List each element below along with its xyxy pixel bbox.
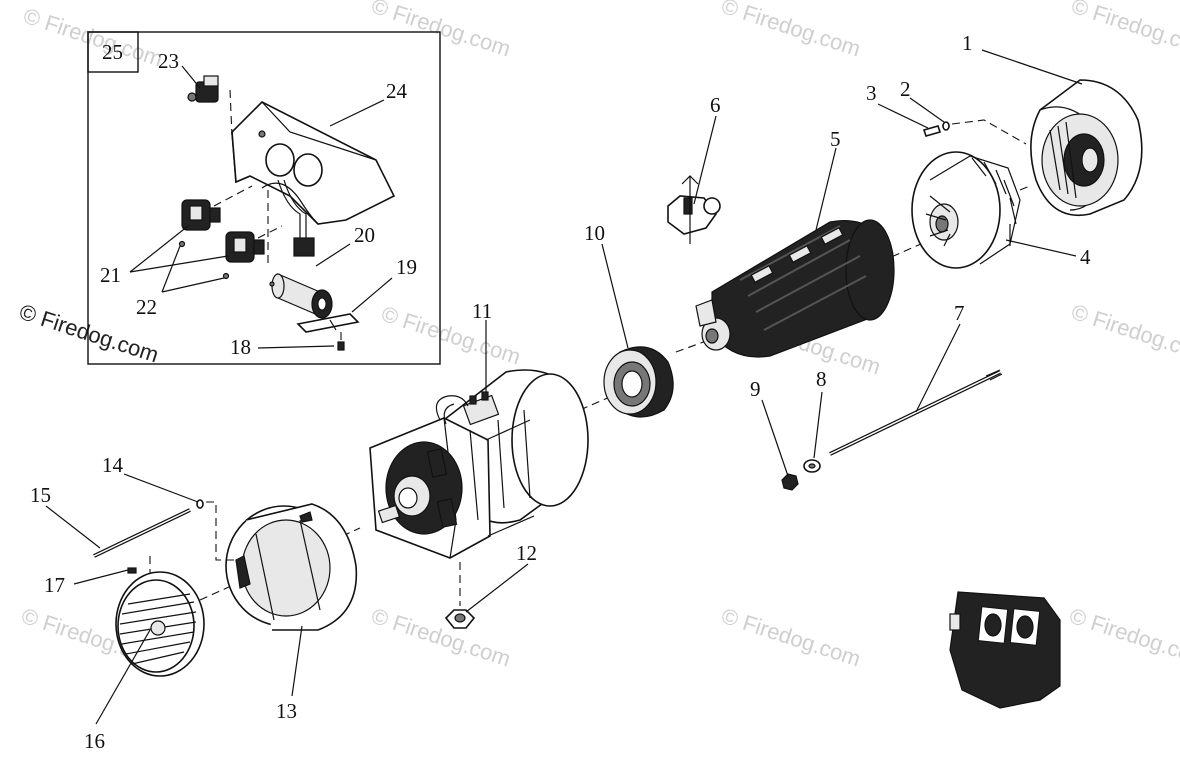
part-20-capacitor (269, 273, 333, 319)
part-10-bearing (603, 346, 674, 418)
callout-15: 15 (30, 483, 51, 507)
part-1-rear-cover (1030, 79, 1143, 216)
part-18-screw (337, 332, 345, 351)
watermark: © Firedog.com (20, 3, 165, 71)
callout-8: 8 (816, 367, 827, 391)
callout-17: 17 (44, 573, 65, 597)
part-8-washer (803, 459, 821, 473)
part-23-breaker (187, 75, 219, 103)
part-17-screw (127, 567, 137, 574)
callout-14: 14 (102, 453, 124, 477)
callout-23: 23 (158, 49, 179, 73)
callout-25: 25 (102, 40, 123, 64)
part-22-screw (222, 272, 230, 280)
callout-20: 20 (354, 223, 375, 247)
part-21-receptacle (225, 231, 265, 263)
watermark: © Firedog.com (1068, 299, 1180, 367)
watermark: © Firedog.com (1066, 603, 1180, 671)
part-14-washer (196, 499, 204, 509)
part-4-fan (911, 151, 1021, 269)
watermark: © Firedog.com (378, 301, 523, 369)
control-panel-inset: 25 (87, 31, 441, 365)
part-11-terminal-block (435, 391, 500, 426)
inset-label-box (87, 31, 139, 73)
callout-18: 18 (230, 335, 251, 359)
part-9-nut (781, 473, 799, 491)
part-3-screw (922, 125, 942, 137)
watermark: © Firedog.com (368, 0, 513, 61)
callout-2: 2 (900, 77, 911, 101)
part-6-brush-holder (667, 175, 721, 244)
callout-16: 16 (84, 729, 105, 753)
watermark: © Firedog.com (368, 603, 513, 671)
callout-leaders (45, 49, 1083, 725)
wiring-harness (277, 179, 315, 257)
callout-24: 24 (386, 79, 408, 103)
callout-6: 6 (710, 93, 721, 117)
part-16-grille-cover (115, 571, 205, 677)
part-19-bracket (296, 313, 360, 333)
callout-4: 4 (1080, 245, 1091, 269)
callout-10: 10 (584, 221, 605, 245)
part-13-end-bracket (225, 503, 358, 631)
part-24-panel-housing (231, 101, 396, 225)
assembled-view-thumbnail (949, 591, 1061, 709)
callout-3: 3 (866, 81, 877, 105)
watermark: © Firedog.com (718, 0, 863, 61)
callout-21: 21 (100, 263, 121, 287)
part-7-through-bolt (829, 369, 1003, 456)
part-15-long-bolt (93, 508, 191, 558)
part-12-nut (444, 609, 476, 629)
callout-11: 11 (472, 299, 492, 323)
callout-12: 12 (516, 541, 537, 565)
part-21-receptacle (181, 199, 221, 231)
callout-9: 9 (750, 377, 761, 401)
callout-7: 7 (954, 301, 965, 325)
callout-22: 22 (136, 295, 157, 319)
part-22-screw (178, 240, 186, 248)
watermark: © Firedog.com (718, 603, 863, 671)
assembly-axis (199, 185, 1031, 601)
part-11-stator-housing (369, 369, 589, 559)
callout-13: 13 (276, 699, 297, 723)
callout-5: 5 (830, 127, 841, 151)
part-5-rotor (695, 219, 895, 358)
watermark: © Firedog.com (1068, 0, 1180, 61)
callout-19: 19 (396, 255, 417, 279)
part-2-washer (942, 121, 950, 131)
callout-1: 1 (962, 31, 973, 55)
